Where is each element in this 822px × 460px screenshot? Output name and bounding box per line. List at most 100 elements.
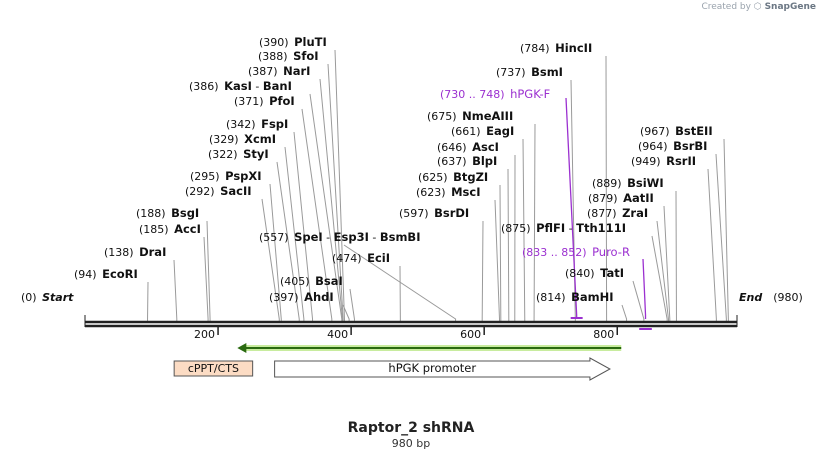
- site-position: (292): [185, 185, 215, 198]
- site-connector-line: [499, 184, 502, 323]
- primer-label: (730 .. 748) hPGK-F: [440, 87, 550, 101]
- site-name: BsiWI: [627, 176, 664, 190]
- map-length: 980 bp: [391, 437, 431, 450]
- site-label: (661) EagI: [451, 124, 514, 138]
- site-label: (646) AscI: [437, 140, 499, 154]
- site-name: MscI: [451, 185, 480, 199]
- site-position: (814): [536, 291, 566, 304]
- feature-label: cPPT/CTS: [188, 362, 239, 375]
- site-position: (597): [399, 207, 429, 220]
- site-label: (387) NarI: [248, 64, 310, 78]
- site-name: TatI: [600, 266, 624, 280]
- site-label: (292) SacII: [185, 184, 252, 198]
- site-position: (889): [592, 177, 622, 190]
- site-name: StyI: [243, 147, 269, 161]
- end-position: (980): [773, 291, 803, 304]
- site-name: FspI: [261, 117, 288, 131]
- site-name: PflFI: [536, 221, 565, 235]
- title-block: Raptor_2 shRNA 980 bp: [0, 420, 822, 450]
- site-position: (646): [437, 141, 467, 154]
- site-name: PfoI: [269, 94, 295, 108]
- site-label: (557) SpeI - Esp3I - BsmBI: [259, 230, 420, 244]
- site-position: (342): [226, 118, 256, 131]
- site-name: BlpI: [472, 154, 497, 168]
- site-name: BamHI: [571, 290, 613, 304]
- site-spacer: [762, 291, 773, 304]
- site-position: (637): [437, 155, 467, 168]
- site-separator: -: [323, 231, 334, 244]
- snapgene-credit: Created by ⬡ SnapGene: [701, 2, 816, 12]
- site-position: (386): [189, 80, 219, 93]
- site-label: (597) BsrDI: [399, 206, 469, 220]
- scale-tick-label: 400: [327, 328, 348, 341]
- scale-tick-label: 600: [460, 328, 481, 341]
- site-position: (188): [136, 207, 166, 220]
- scale-tick-label: 200: [194, 328, 215, 341]
- site-position: (949): [631, 155, 661, 168]
- snapgene-logo-icon: ⬡: [753, 2, 762, 12]
- site-name: BanI: [263, 79, 292, 93]
- site-name: AccI: [174, 222, 201, 236]
- site-name: BsmBI: [380, 230, 421, 244]
- end-label: End (980): [739, 291, 803, 304]
- site-position: (877): [587, 207, 617, 220]
- site-label: (185) AccI: [139, 222, 201, 236]
- scale-tick-label: 800: [593, 328, 614, 341]
- site-name: BsaI: [315, 274, 343, 288]
- site-label: (371) PfoI: [234, 94, 295, 108]
- site-name: Esp3I: [334, 230, 369, 244]
- site-labels-layer: (94) EcoRI (138) DraI (185) AccI (188) BsgI…: [21, 35, 803, 304]
- site-position: (840): [565, 267, 595, 280]
- site-connector-line: [632, 280, 645, 323]
- site-label: (737) BsmI: [496, 65, 563, 79]
- site-label: (188) BsgI: [136, 206, 199, 220]
- site-position: (94): [74, 268, 97, 281]
- site-connector-line: [349, 288, 355, 323]
- site-label: (388) SfoI: [258, 49, 319, 63]
- site-label: (877) ZraI: [587, 206, 648, 220]
- site-position: (397): [269, 291, 299, 304]
- site-name: PspXI: [225, 169, 261, 183]
- site-label: (386) KasI - BanI: [189, 79, 292, 93]
- site-label: (879) AatII: [588, 191, 654, 205]
- primer-name: Puro-R: [592, 245, 630, 259]
- primer-range: (730 .. 748): [440, 88, 505, 101]
- site-name: BsgI: [171, 206, 199, 220]
- credit-prefix: Created by: [701, 2, 751, 12]
- site-position: (185): [139, 223, 169, 236]
- site-position: (625): [418, 171, 448, 184]
- site-label: (623) MscI: [416, 185, 480, 199]
- site-position: (371): [234, 95, 264, 108]
- site-label: (964) BsrBI: [638, 139, 707, 153]
- feature-label: hPGK promoter: [388, 361, 476, 375]
- backbone-layer: 200 400 600 800: [84, 315, 738, 341]
- site-name: SacII: [220, 184, 251, 198]
- site-position: (295): [190, 170, 220, 183]
- site-label: (390) PluTI: [259, 35, 327, 49]
- site-label: (138) DraI: [104, 245, 166, 259]
- site-label: (840) TatI: [565, 266, 624, 280]
- site-name: BsrDI: [434, 206, 469, 220]
- primer-label: (833 .. 852) Puro-R: [522, 245, 630, 259]
- site-position: (322): [208, 148, 238, 161]
- site-name: EcoRI: [102, 267, 138, 281]
- site-position: (784): [520, 42, 550, 55]
- site-label: (814) BamHI: [536, 290, 614, 304]
- site-position: (329): [209, 133, 239, 146]
- site-position: (138): [104, 246, 134, 259]
- site-name: PluTI: [294, 35, 327, 49]
- start-label: (0) Start: [21, 291, 74, 304]
- site-name: BstEII: [675, 124, 713, 138]
- start-name: Start: [42, 291, 74, 304]
- site-label: (967) BstEII: [640, 124, 713, 138]
- site-label: (625) BtgZI: [418, 170, 488, 184]
- site-label: (322) StyI: [208, 147, 269, 161]
- site-connector-line: [507, 168, 510, 323]
- site-name: DraI: [139, 245, 166, 259]
- site-position: (388): [258, 50, 288, 63]
- site-position: (879): [588, 192, 618, 205]
- site-label: (342) FspI: [226, 117, 288, 131]
- feature-promoter-arrow: [274, 357, 611, 381]
- site-position: (557): [259, 231, 289, 244]
- site-connector-line: [707, 168, 717, 323]
